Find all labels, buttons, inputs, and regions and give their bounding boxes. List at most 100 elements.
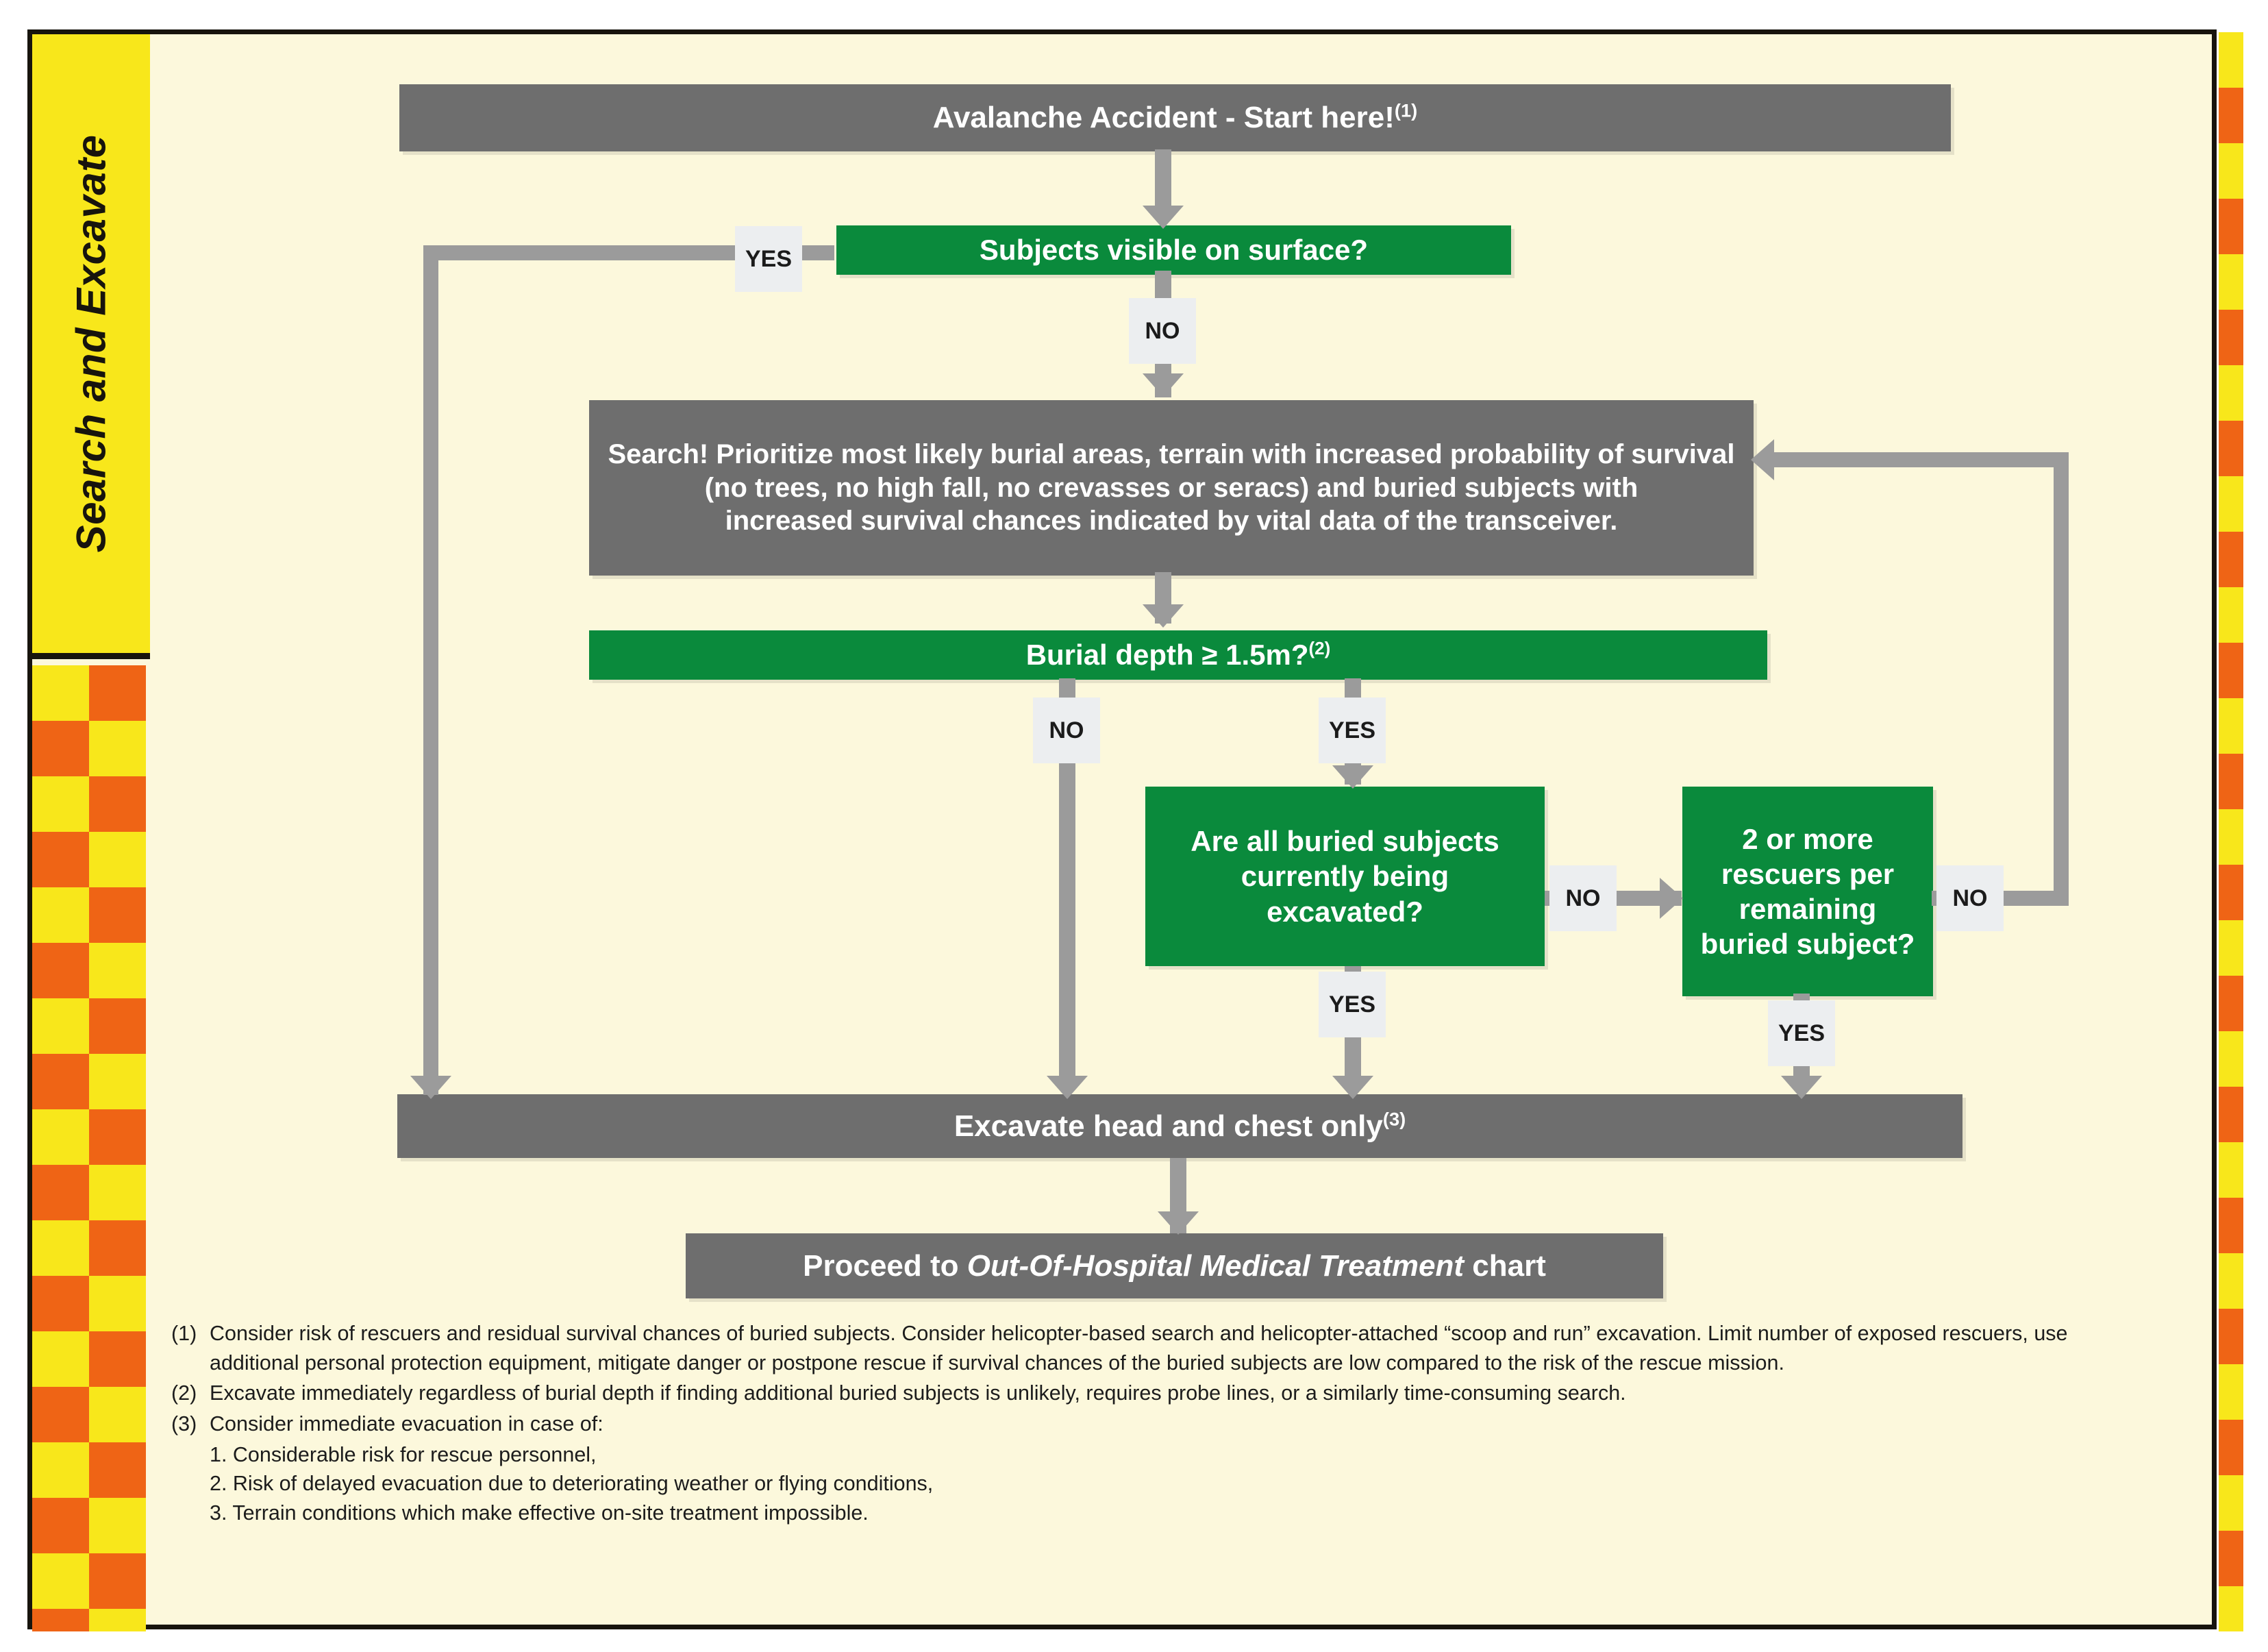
checker-cell bbox=[2219, 587, 2243, 643]
connector-visible-yes-vertical bbox=[423, 245, 438, 1095]
node-start-text: Avalanche Accident - Start here!(1) bbox=[932, 99, 1418, 135]
checker-cell bbox=[2219, 1475, 2243, 1531]
footnote-sub-item: 2. Risk of delayed evacuation due to det… bbox=[210, 1472, 934, 1496]
checker-cell bbox=[2219, 32, 2243, 88]
checker-cell bbox=[32, 1387, 89, 1442]
node-subjects-visible-text: Subjects visible on surface? bbox=[979, 234, 1369, 267]
checker-cell bbox=[89, 1220, 146, 1276]
checker-cell bbox=[2219, 1586, 2243, 1631]
checker-cell bbox=[89, 887, 146, 943]
checker-cell bbox=[2219, 143, 2243, 199]
edge-label-rescuers-yes: YES bbox=[1768, 1000, 1835, 1066]
node-proceed-to-treatment-text: Proceed to Out-Of-Hospital Medical Treat… bbox=[803, 1248, 1546, 1283]
checker-cell bbox=[2219, 1420, 2243, 1475]
node-two-or-more-rescuers[interactable]: 2 or more rescuers per remaining buried … bbox=[1682, 787, 1933, 996]
checker-cell bbox=[89, 1109, 146, 1165]
checker-cell bbox=[32, 1276, 89, 1331]
checker-cell bbox=[89, 998, 146, 1054]
footnote-row: (2) Excavate immediately regardless of bu… bbox=[171, 1379, 2158, 1408]
checker-cell bbox=[89, 665, 146, 721]
checker-cell bbox=[32, 998, 89, 1054]
footnote-text: Consider immediate evacuation in case of… bbox=[210, 1412, 603, 1436]
node-proceed-to-treatment[interactable]: Proceed to Out-Of-Hospital Medical Treat… bbox=[686, 1233, 1663, 1298]
node-burial-depth[interactable]: Burial depth ≥ 1.5m?(2) bbox=[589, 630, 1767, 680]
node-subjects-visible[interactable]: Subjects visible on surface? bbox=[836, 225, 1511, 275]
checker-cell bbox=[32, 1054, 89, 1109]
checker-cell bbox=[2219, 1031, 2243, 1087]
checker-cell bbox=[2219, 809, 2243, 865]
section-tab-label: Search and Excavate bbox=[68, 134, 114, 553]
checker-cell bbox=[2219, 254, 2243, 310]
arrowhead-rescuers-no bbox=[1751, 439, 1774, 480]
footnote-marker: (3) bbox=[171, 1412, 197, 1436]
checker-cell bbox=[32, 887, 89, 943]
connector-start-to-visible bbox=[1155, 149, 1171, 212]
checker-cell bbox=[89, 1553, 146, 1609]
arrowhead-visible-yes bbox=[410, 1076, 451, 1099]
node-all-buried-excavated[interactable]: Are all buried subjects currently being … bbox=[1145, 787, 1545, 966]
connector-visible-yes-horizontal bbox=[423, 245, 834, 260]
checker-cell bbox=[89, 1442, 146, 1498]
checker-cell bbox=[2219, 643, 2243, 698]
section-tab-search-and-excavate: Search and Excavate bbox=[32, 34, 150, 659]
checker-cell bbox=[2219, 1531, 2243, 1586]
arrowhead-allexcavated-no bbox=[1660, 878, 1683, 919]
footnote-text: Excavate immediately regardless of buria… bbox=[210, 1381, 1626, 1405]
node-proceed-italic-part: Out-Of-Hospital Medical Treatment bbox=[967, 1248, 1465, 1283]
checker-cell bbox=[32, 721, 89, 776]
node-search[interactable]: Search! Prioritize most likely burial ar… bbox=[589, 400, 1754, 576]
checker-cell bbox=[89, 721, 146, 776]
arrowhead-search-to-depth bbox=[1143, 604, 1184, 628]
node-start[interactable]: Avalanche Accident - Start here!(1) bbox=[399, 84, 1951, 151]
checker-cell bbox=[32, 1165, 89, 1220]
checker-cell bbox=[2219, 1309, 2243, 1364]
arrowhead-depth-no bbox=[1047, 1076, 1088, 1099]
checker-cell bbox=[32, 832, 89, 887]
checker-cell bbox=[32, 1109, 89, 1165]
checkerboard-right bbox=[2219, 32, 2243, 1631]
checkerboard-left bbox=[32, 665, 146, 1631]
node-all-buried-excavated-text: Are all buried subjects currently being … bbox=[1191, 825, 1499, 928]
checker-cell bbox=[32, 776, 89, 832]
checker-cell bbox=[2219, 698, 2243, 754]
connector-rescuers-no-vertical bbox=[2054, 452, 2069, 906]
checker-cell bbox=[32, 1442, 89, 1498]
edge-label-visible-yes: YES bbox=[735, 226, 802, 292]
arrowhead-depth-yes bbox=[1332, 765, 1373, 789]
checker-cell bbox=[32, 1220, 89, 1276]
footnote-marker: (2) bbox=[171, 1381, 197, 1405]
arrowhead-visible-no bbox=[1143, 373, 1184, 397]
arrowhead-rescuers-yes bbox=[1781, 1076, 1822, 1099]
checker-cell bbox=[2219, 754, 2243, 809]
checker-cell bbox=[2219, 310, 2243, 365]
footnote-sub-item: 3. Terrain conditions which make effecti… bbox=[210, 1501, 869, 1525]
checker-cell bbox=[2219, 365, 2243, 421]
checker-cell bbox=[2219, 476, 2243, 532]
footnote-marker: (1) bbox=[171, 1322, 197, 1345]
checker-cell bbox=[32, 1331, 89, 1387]
node-excavate-head-chest[interactable]: Excavate head and chest only(3) bbox=[397, 1094, 1962, 1158]
checker-cell bbox=[32, 1498, 89, 1553]
footnotes-block: (1) Consider risk of rescuers and residua… bbox=[171, 1319, 2158, 1528]
checker-cell bbox=[89, 943, 146, 998]
edge-label-depth-yes: YES bbox=[1319, 698, 1386, 763]
checker-cell bbox=[2219, 865, 2243, 920]
edge-label-visible-no: NO bbox=[1129, 298, 1196, 364]
edge-label-allexcavated-no: NO bbox=[1549, 865, 1617, 931]
checker-cell bbox=[32, 1553, 89, 1609]
checker-cell bbox=[89, 1276, 146, 1331]
checker-cell bbox=[89, 1387, 146, 1442]
footnote-text: Consider risk of rescuers and residual s… bbox=[210, 1322, 2068, 1374]
checker-cell bbox=[89, 1054, 146, 1109]
checker-cell bbox=[2219, 976, 2243, 1031]
edge-label-allexcavated-yes: YES bbox=[1319, 972, 1386, 1037]
connector-rescuers-no-h2 bbox=[1774, 452, 2069, 467]
checker-cell bbox=[89, 832, 146, 887]
checker-cell bbox=[32, 665, 89, 721]
checker-cell bbox=[2219, 1142, 2243, 1198]
footnote-sub-item: 1. Considerable risk for rescue personne… bbox=[210, 1442, 597, 1466]
checker-cell bbox=[2219, 1364, 2243, 1420]
checker-cell bbox=[2219, 1253, 2243, 1309]
checker-cell bbox=[2219, 1087, 2243, 1142]
arrowhead-start-to-visible bbox=[1143, 206, 1184, 229]
